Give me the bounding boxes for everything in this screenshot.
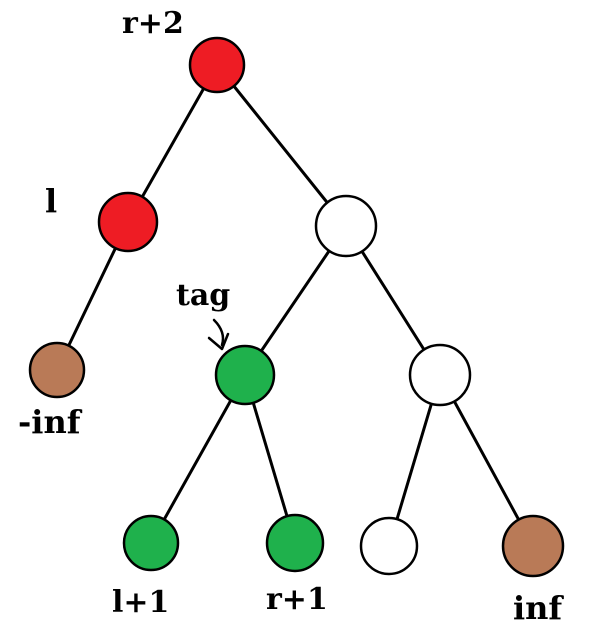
tree-node-tag bbox=[214, 344, 276, 406]
tree-node-right-right bbox=[408, 343, 472, 407]
edge-tag-l-plus-1 bbox=[149, 373, 247, 545]
edge-rightright-inf bbox=[438, 373, 535, 548]
label-root: r+2 bbox=[122, 6, 184, 41]
edge-root-right bbox=[215, 63, 348, 228]
label-tag: tag bbox=[176, 278, 230, 313]
label-neg-inf: -inf bbox=[18, 403, 83, 441]
label-l: l bbox=[45, 182, 57, 220]
tree-node-leaf-white bbox=[359, 516, 419, 576]
tree-node-neg-inf bbox=[28, 341, 86, 399]
tree-node-r-plus-1 bbox=[265, 513, 325, 573]
tree-node-inf bbox=[501, 514, 565, 578]
tree-node-right-internal bbox=[314, 194, 378, 258]
label-l-plus-1: l+1 bbox=[112, 585, 169, 620]
tree-node-l-plus-1 bbox=[122, 514, 180, 572]
label-inf: inf bbox=[513, 589, 564, 627]
tag-arrow-head bbox=[207, 332, 230, 351]
tag-arrow bbox=[212, 318, 225, 347]
label-r-plus-1: r+1 bbox=[266, 582, 328, 617]
tree-node-l bbox=[97, 191, 159, 253]
tree-node-root bbox=[188, 36, 246, 94]
